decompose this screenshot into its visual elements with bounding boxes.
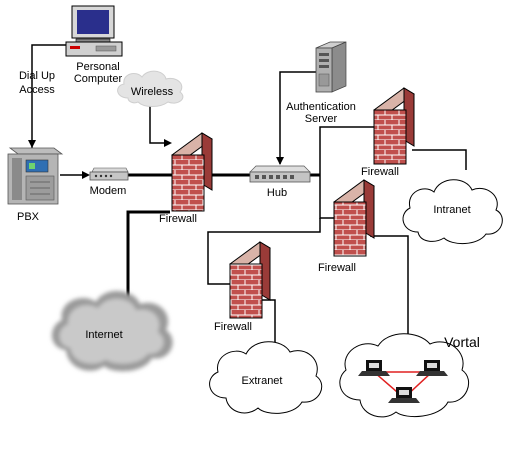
connection-lines xyxy=(28,44,467,344)
hub-icon xyxy=(249,165,311,183)
laptop-icon xyxy=(388,387,420,403)
authentication-server-icon xyxy=(315,41,347,93)
hub-label: Hub xyxy=(267,187,287,199)
wireless-arrowhead xyxy=(164,139,172,147)
dialup-label-line1: Dial Up xyxy=(19,70,55,82)
pbx-label: PBX xyxy=(17,211,40,223)
dialup-arrowhead xyxy=(28,140,36,148)
pbx-modem-arrowhead xyxy=(82,171,90,179)
auth-arrowhead xyxy=(276,157,284,165)
firewall-vortal-icon xyxy=(333,179,375,257)
internet-link xyxy=(126,210,170,300)
vortal-label: Vortal xyxy=(444,334,480,350)
pbx-icon xyxy=(7,147,64,205)
vortal-links xyxy=(371,371,434,400)
firewall-main-label: Firewall xyxy=(159,213,197,225)
laptop-icon xyxy=(358,360,390,376)
pc-label-line2: Computer xyxy=(74,73,123,85)
firewall-intranet-icon xyxy=(373,87,415,165)
dialup-link xyxy=(31,44,68,148)
modem-icon xyxy=(89,167,129,181)
intranet-link xyxy=(412,149,467,170)
firewall-vortal-label: Firewall xyxy=(318,262,356,274)
intranet-cloud-icon xyxy=(402,179,503,244)
firewall-extranet-icon xyxy=(229,241,271,319)
internet-cloud-icon xyxy=(51,290,173,372)
modem-label: Modem xyxy=(90,185,127,197)
extranet-label: Extranet xyxy=(242,375,283,387)
auth-server-label-line1: Authentication xyxy=(286,101,356,113)
dialup-label-line2: Access xyxy=(19,84,55,96)
wireless-cloud-icon xyxy=(117,70,184,107)
firewall-extranet-label: Firewall xyxy=(214,321,252,333)
wireless-link xyxy=(149,104,170,144)
firewall-main-icon xyxy=(171,132,213,212)
hub-intranet-fw-link xyxy=(319,126,374,175)
firewall-intranet-label: Firewall xyxy=(361,166,399,178)
extranet-fw-link xyxy=(207,218,321,285)
extranet-cloud-icon xyxy=(209,341,323,414)
wireless-label: Wireless xyxy=(131,86,174,98)
vortal-cloud-icon xyxy=(339,333,469,418)
auth-server-label-line2: Server xyxy=(305,113,338,125)
intranet-label: Intranet xyxy=(433,204,470,216)
auth-server-link xyxy=(279,71,318,164)
laptop-icon xyxy=(416,360,448,376)
internet-label: Internet xyxy=(85,329,122,341)
vortal-link xyxy=(370,235,409,336)
extranet-link xyxy=(262,299,276,344)
pc-label-line1: Personal xyxy=(76,61,119,73)
vortal-network xyxy=(358,360,448,403)
personal-computer-icon xyxy=(65,5,123,57)
